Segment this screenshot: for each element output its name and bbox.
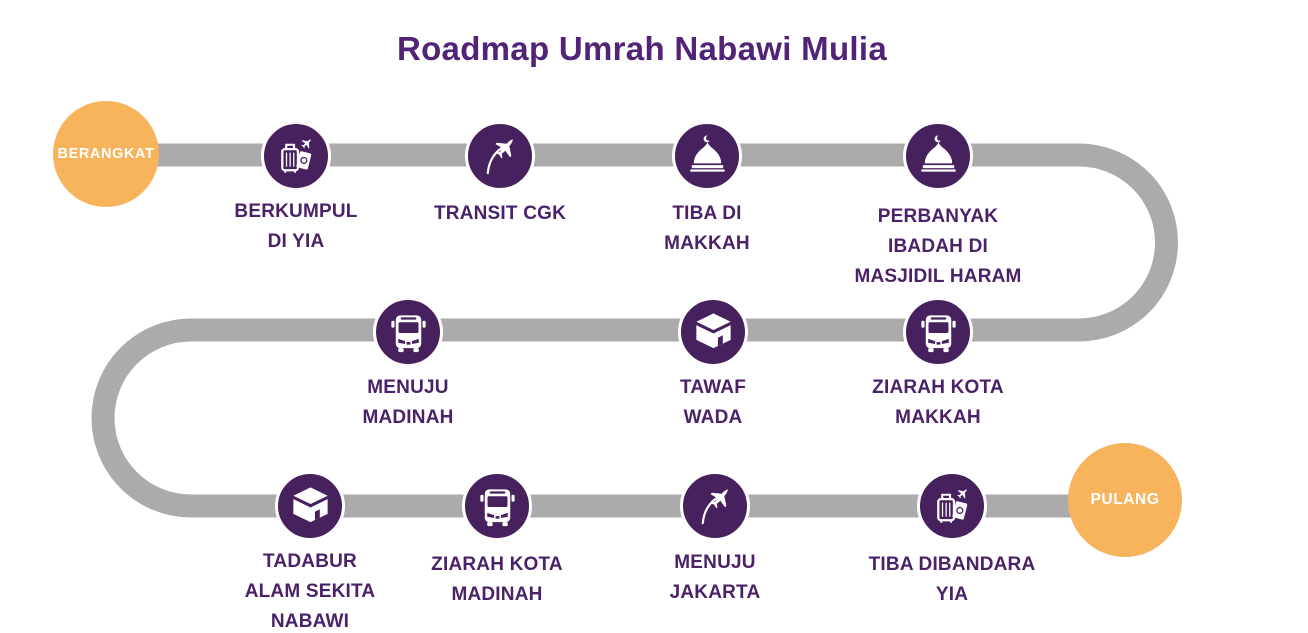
luggage-passport-icon (936, 488, 967, 523)
mosque-dome-icon (689, 134, 725, 172)
luggage-passport-icon (280, 138, 311, 173)
bus-icon (390, 314, 426, 352)
plane-takeoff-icon (486, 138, 513, 174)
plane-takeoff-icon (701, 488, 728, 524)
start-terminal-label: BERANGKAT (57, 146, 155, 162)
kaaba-icon (292, 486, 328, 522)
step-node-transit-cgk (465, 121, 535, 191)
step-node-berkumpul-di-yia (261, 121, 331, 191)
bus-icon (920, 314, 956, 352)
step-label: ZIARAH KOTA MADINAH (431, 554, 563, 605)
step-label: BERKUMPUL DI YIA (234, 201, 358, 252)
step-label: PERBANYAK IBADAH DI MASJIDIL HARAM (854, 206, 1022, 287)
end-terminal-label: PULANG (1090, 491, 1160, 508)
step-node-menuju-madinah (373, 297, 443, 367)
step-node-tadabur-alam (275, 471, 345, 541)
step-node-tiba-di-makkah (672, 121, 742, 191)
start-terminal: BERANGKAT (53, 101, 159, 207)
step-node-menuju-jakarta (680, 471, 750, 541)
step-label: TIBA DIBANDARA YIA (868, 554, 1036, 605)
step-label: TAWAF WADA (679, 377, 747, 428)
mosque-dome-icon (920, 134, 956, 172)
step-label: TIBA DI MAKKAH (664, 203, 750, 254)
step-node-tawaf-wada (678, 297, 748, 367)
step-label: TRANSIT CGK (433, 203, 567, 224)
step-node-perbanyak-ibadah (903, 121, 973, 191)
step-label: TADABUR ALAM SEKITA NABAWI (244, 551, 376, 632)
end-terminal: PULANG (1068, 443, 1182, 557)
step-node-ziarah-kota-madinah (462, 471, 532, 541)
bus-icon (479, 488, 515, 526)
step-node-tiba-dibandara-yia (917, 471, 987, 541)
step-label: ZIARAH KOTA MAKKAH (872, 377, 1004, 428)
step-node-ziarah-kota-makkah (903, 297, 973, 367)
page-title: Roadmap Umrah Nabawi Mulia (396, 30, 888, 67)
step-label: MENUJU MADINAH (362, 377, 454, 428)
step-label: MENUJU JAKARTA (669, 552, 761, 603)
kaaba-icon (695, 312, 731, 348)
